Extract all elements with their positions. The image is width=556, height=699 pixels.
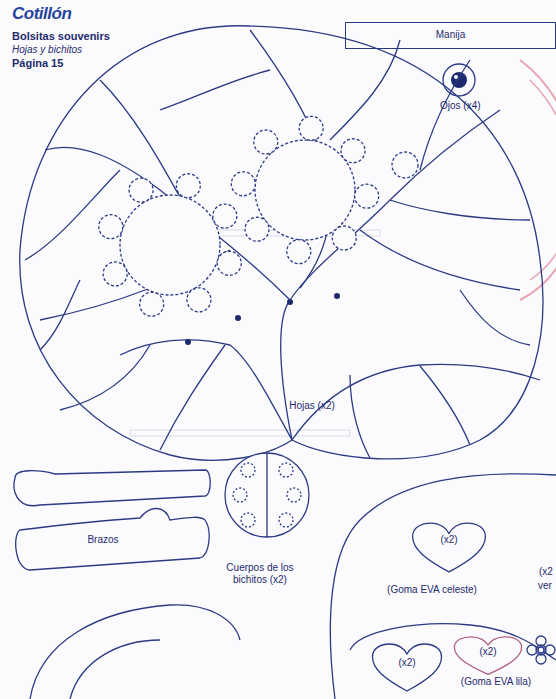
handle-strip: Manija — [345, 22, 556, 49]
material-note: ver — [538, 580, 552, 592]
sheet-title: Bolsitas souvenirs — [12, 30, 110, 43]
bug-body — [225, 453, 309, 537]
material-note: (Goma EVA celeste) — [387, 584, 477, 596]
heart-piece: (x2) — [452, 636, 524, 676]
body-pieces — [30, 474, 556, 699]
piece-label: Hojas (x2) — [289, 400, 335, 412]
heart-piece: (x2) — [370, 643, 444, 693]
piece-label: (x2 — [539, 566, 553, 578]
heart-piece: (x2) — [410, 522, 488, 574]
piece-label: Brazos — [60, 534, 146, 545]
page-number: Página 15 — [12, 57, 63, 70]
piece-label: (x2) — [452, 646, 524, 657]
material-note: (Goma EVA lila) — [461, 676, 531, 688]
subtitle: Hojas y bichitos — [12, 44, 82, 56]
arm-pieces — [14, 470, 210, 570]
flower-guides — [99, 116, 418, 316]
arm-label-area: Brazos — [60, 530, 146, 553]
piece-label: Ojos (x4) — [440, 100, 481, 112]
brand-logo: Cotillón — [12, 4, 71, 24]
piece-label: Cuerpos de los bichitos (x2) — [210, 562, 310, 585]
leaf-outline — [20, 26, 543, 461]
piece-label: (x2) — [370, 657, 444, 668]
flower-piece — [527, 636, 555, 664]
piece-label: Manija — [346, 29, 555, 40]
eye-piece — [443, 64, 475, 96]
piece-label: (x2) — [410, 534, 488, 545]
